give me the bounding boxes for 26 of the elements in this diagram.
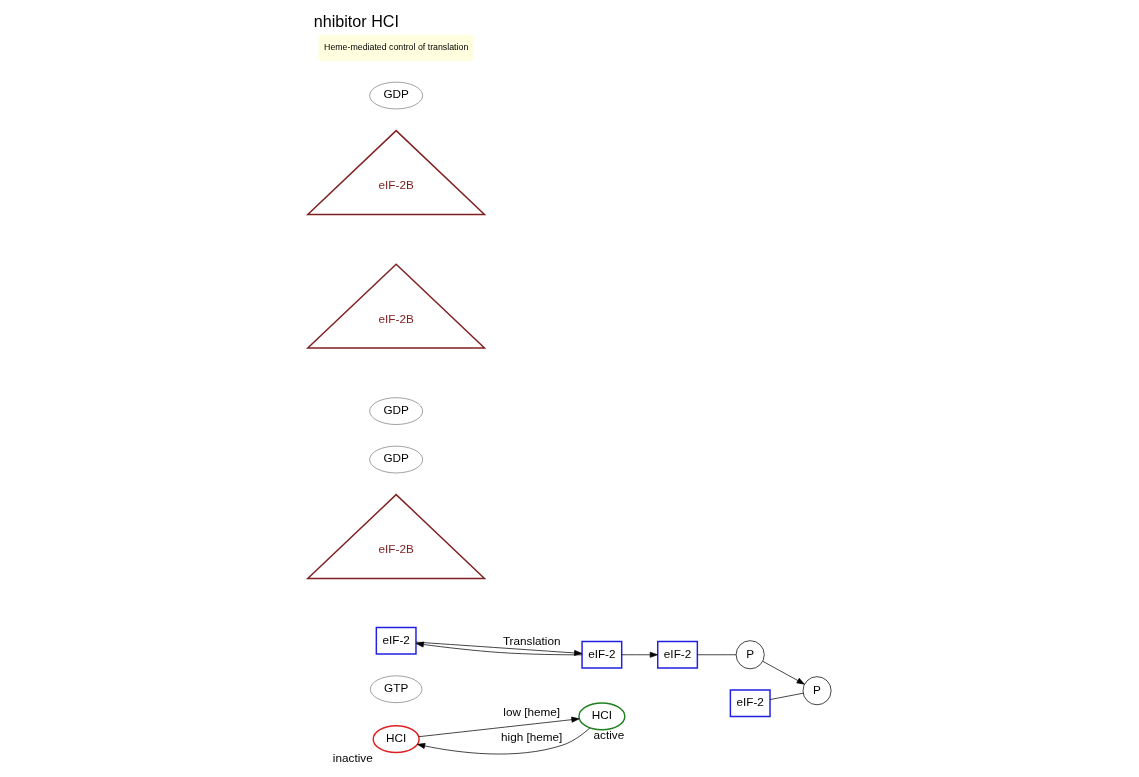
edge-label: Translation [502, 634, 561, 648]
diagram-title: nhibitor HCI [313, 12, 399, 30]
edge-label: high [heme] [501, 730, 563, 744]
node-box: eIF-2 [375, 626, 417, 655]
edge-label: low [heme] [503, 705, 561, 719]
node-circle: P [802, 676, 832, 706]
connector [697, 654, 737, 656]
node-box: eIF-2 [657, 640, 699, 669]
node-label: active [593, 728, 625, 742]
connector [769, 692, 804, 700]
node-ellipse: GDP [369, 397, 424, 425]
arrow [762, 661, 805, 685]
arrow [418, 716, 580, 738]
node-circle: P [735, 640, 765, 670]
node-ellipse: GDP [369, 81, 424, 110]
arrow [621, 651, 658, 658]
arrow [415, 641, 583, 656]
label: Heme-mediated control of translation [324, 42, 469, 53]
node-box: eIF-2 [581, 640, 623, 669]
node-box: eIF-2 [729, 689, 771, 718]
node-label: inactive [332, 751, 373, 765]
node-ellipse: HCI [372, 725, 420, 754]
arrow [417, 727, 591, 755]
node-ellipse: GDP [369, 445, 424, 474]
node-ellipse: GTP [369, 675, 423, 704]
node-ellipse: HCI [578, 702, 626, 731]
